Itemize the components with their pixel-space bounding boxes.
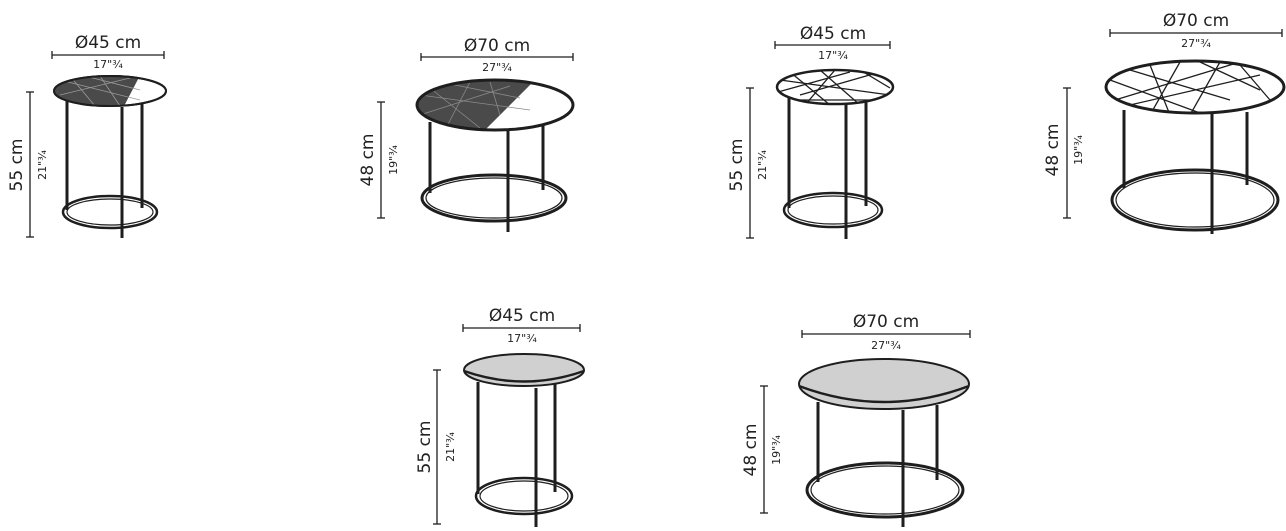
- width-dimension: [801, 330, 971, 338]
- height-dimension: [1063, 87, 1071, 219]
- tabletop: [53, 75, 167, 107]
- tabletop: [775, 68, 895, 106]
- base-ring: [474, 476, 574, 516]
- legs: [816, 402, 939, 527]
- legs: [476, 382, 557, 527]
- t4-width-inch-label: 27"¾: [1181, 37, 1211, 50]
- t6-height-inch-label: 19"¾: [770, 435, 783, 465]
- t1-height-inch-label: 21"¾: [36, 150, 49, 180]
- table-t2: [377, 53, 575, 232]
- t3-width-inch-label: 17"¾: [818, 49, 848, 62]
- base-ring: [420, 173, 568, 223]
- width-dimension: [1109, 29, 1283, 37]
- t4-height-label: 48 cm: [1043, 124, 1063, 177]
- base-ring: [61, 194, 159, 230]
- t5-width-inch-label: 17"¾: [507, 332, 537, 345]
- legs: [65, 100, 144, 238]
- width-dimension: [462, 324, 581, 332]
- t4-height-inch-label: 19"¾: [1072, 135, 1085, 165]
- base-ring: [782, 191, 884, 229]
- tabletop: [415, 78, 575, 132]
- t5-height-label: 55 cm: [415, 421, 435, 474]
- t6-width-label: Ø70 cm: [853, 312, 919, 332]
- width-dimension: [51, 51, 165, 59]
- t3-width-label: Ø45 cm: [800, 24, 866, 44]
- t6-width-inch-label: 27"¾: [871, 339, 901, 352]
- table-t1: [26, 51, 167, 238]
- table-t6: [760, 330, 971, 527]
- tabletop: [1104, 59, 1286, 115]
- table-t5: [433, 324, 585, 527]
- base-ring: [805, 461, 965, 519]
- t2-height-label: 48 cm: [358, 134, 378, 187]
- t5-height-inch-label: 21"¾: [444, 432, 457, 462]
- table-t3: [746, 41, 895, 239]
- legs: [787, 98, 868, 239]
- height-dimension: [26, 91, 34, 238]
- base-ring: [1110, 168, 1280, 232]
- legs: [428, 122, 545, 232]
- t5-width-label: Ø45 cm: [489, 306, 555, 326]
- t2-width-inch-label: 27"¾: [482, 61, 512, 74]
- t3-height-inch-label: 21"¾: [756, 150, 769, 180]
- t3-height-label: 55 cm: [727, 139, 747, 192]
- height-dimension: [746, 87, 754, 239]
- t6-height-label: 48 cm: [741, 424, 761, 477]
- tabletop: [463, 353, 585, 387]
- t1-height-label: 55 cm: [7, 139, 27, 192]
- width-dimension: [420, 53, 574, 61]
- t4-width-label: Ø70 cm: [1163, 11, 1229, 31]
- t2-height-inch-label: 19"¾: [387, 145, 400, 175]
- height-dimension: [433, 369, 441, 525]
- t1-width-inch-label: 17"¾: [93, 58, 123, 71]
- t1-width-label: Ø45 cm: [75, 33, 141, 53]
- height-dimension: [760, 385, 768, 514]
- table-t4: [1063, 29, 1286, 234]
- width-dimension: [774, 41, 891, 49]
- tabletop: [798, 358, 970, 410]
- height-dimension: [377, 101, 385, 219]
- legs: [1122, 110, 1249, 234]
- t2-width-label: Ø70 cm: [464, 36, 530, 56]
